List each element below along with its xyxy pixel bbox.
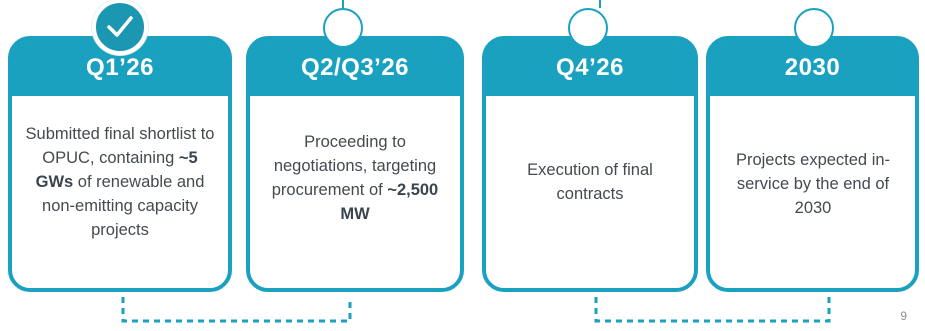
milestone-header-2030: [706, 40, 919, 96]
bracket-q4-2030: [594, 297, 831, 323]
description-text: Submitted final shortlist to OPUC, conta…: [25, 125, 215, 167]
checkmark-icon: [107, 16, 133, 37]
bracket-q1-q2: [121, 297, 352, 323]
description-text: Proceeding to negotiations, targeting pr…: [271, 133, 437, 199]
status-complete-badge: [92, 0, 148, 55]
description-text: of renewable and non-emitting capacity p…: [42, 173, 205, 239]
milestone-description: Execution of final contracts: [500, 158, 680, 206]
status-pending-circle: [794, 8, 834, 48]
description-highlight: ~5 GWs: [35, 149, 198, 191]
milestone-description: Projects expected in-service by the end …: [722, 148, 904, 220]
milestone-description: Proceeding to negotiations, targeting pr…: [256, 130, 454, 226]
milestone-period: Q1’26: [86, 54, 154, 81]
milestone-period: Q4’26: [556, 54, 624, 81]
milestone-period: 2030: [784, 54, 841, 81]
description-text: Projects expected in-service by the end …: [735, 151, 891, 217]
description-text: Execution of final contracts: [527, 161, 653, 203]
page-number: 9: [900, 309, 907, 323]
milestone-header-q4: [482, 40, 698, 96]
milestone-period: Q2/Q3’26: [300, 54, 410, 81]
description-highlight: ~2,500 MW: [340, 181, 439, 223]
status-pending-circle: [568, 8, 608, 48]
status-pending-circle: [323, 8, 363, 48]
milestone-header-q2-q3: [246, 40, 464, 96]
milestone-description: Submitted final shortlist to OPUC, conta…: [22, 122, 218, 242]
